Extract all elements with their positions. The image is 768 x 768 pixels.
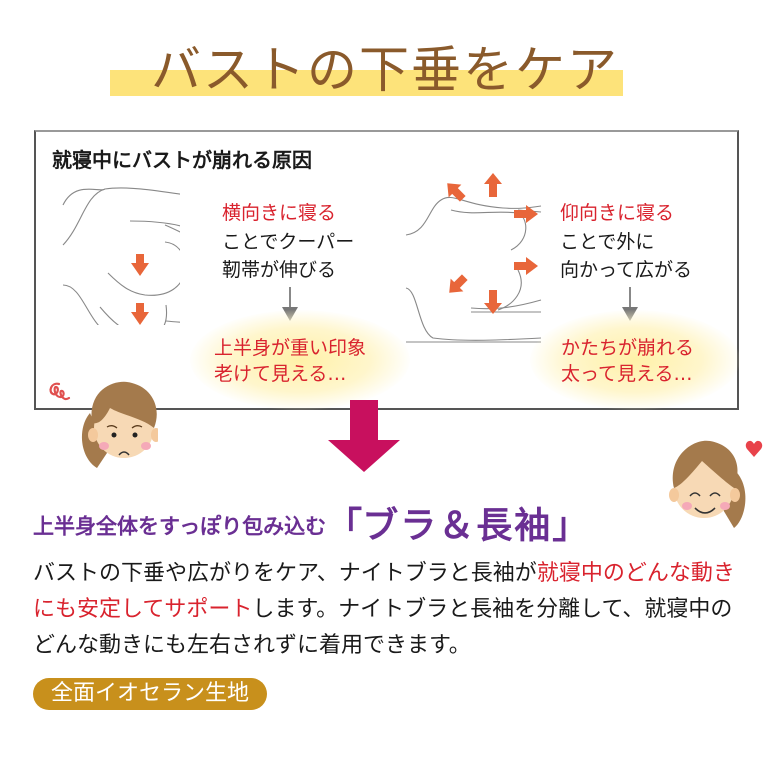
- cause-heading: 就寝中にバストが崩れる原因: [52, 148, 312, 172]
- transition-down-arrow-icon: [328, 400, 400, 472]
- side-sleep-illustration-icon: [62, 187, 180, 325]
- up-arrow-icon: [484, 173, 502, 197]
- down-left-arrow-icon: [449, 274, 468, 293]
- product-name: ブラ＆長袖: [362, 505, 553, 547]
- right-arrow-icon: [514, 257, 538, 275]
- back-sleep-line-2: 向かって広がる: [560, 259, 693, 281]
- right-effect-line-1: かたちが崩れる: [561, 337, 695, 359]
- right-arrow-icon: [514, 205, 538, 223]
- open-bracket: 「: [326, 505, 363, 547]
- right-effect-line-2: 太って見える…: [561, 363, 693, 385]
- left-effect-glow: [190, 310, 410, 410]
- stress-squiggle-icon: [49, 382, 71, 401]
- side-sleep-line-1: ことでクーパー: [222, 231, 355, 253]
- happy-woman-icon: [669, 440, 746, 528]
- back-sleep-line-1: ことで外に: [560, 231, 655, 253]
- side-sleep-title: 横向きに寝る: [222, 202, 337, 224]
- product-subtitle: 上半身全体をすっぽり包み込む「ブラ＆長袖」: [33, 496, 588, 557]
- left-effect-line-2: 老けて見える…: [214, 363, 347, 385]
- page-title: バストの下垂をケア: [151, 41, 619, 99]
- product-description: バストの下垂や広がりをケア、ナイトブラと長袖が就寝中のどんな動きにも安定してサポ…: [33, 556, 743, 664]
- left-effect-line-1: 上半身が重い印象: [214, 337, 367, 359]
- subtitle-lead: 上半身全体をすっぽり包み込む: [33, 514, 327, 539]
- description-part-2: します。ナイトブラと長袖を分離して、就寝中のどんな動きにも左右されずに着用できま…: [33, 597, 733, 658]
- title-highlight-band: [110, 70, 623, 96]
- down-arrow-icon: [131, 254, 149, 276]
- side-sleep-line-2: 靭帯が伸びる: [222, 259, 337, 281]
- down-arrow-icon: [484, 290, 502, 314]
- description-highlight: 就寝中のどんな動きにも安定してサポート: [33, 561, 735, 622]
- worried-woman-icon: [81, 381, 158, 468]
- right-effect-glow: [530, 310, 740, 410]
- description-part-1: バストの下垂や広がりをケア、ナイトブラと長袖が: [33, 561, 537, 586]
- close-bracket: 」: [552, 505, 589, 547]
- fabric-badge: 全面イオセラン生地: [33, 678, 268, 710]
- up-left-arrow-icon: [447, 183, 466, 202]
- back-sleep-title: 仰向きに寝る: [560, 202, 675, 224]
- down-arrow-icon: [131, 303, 149, 325]
- heart-icon: [745, 440, 763, 457]
